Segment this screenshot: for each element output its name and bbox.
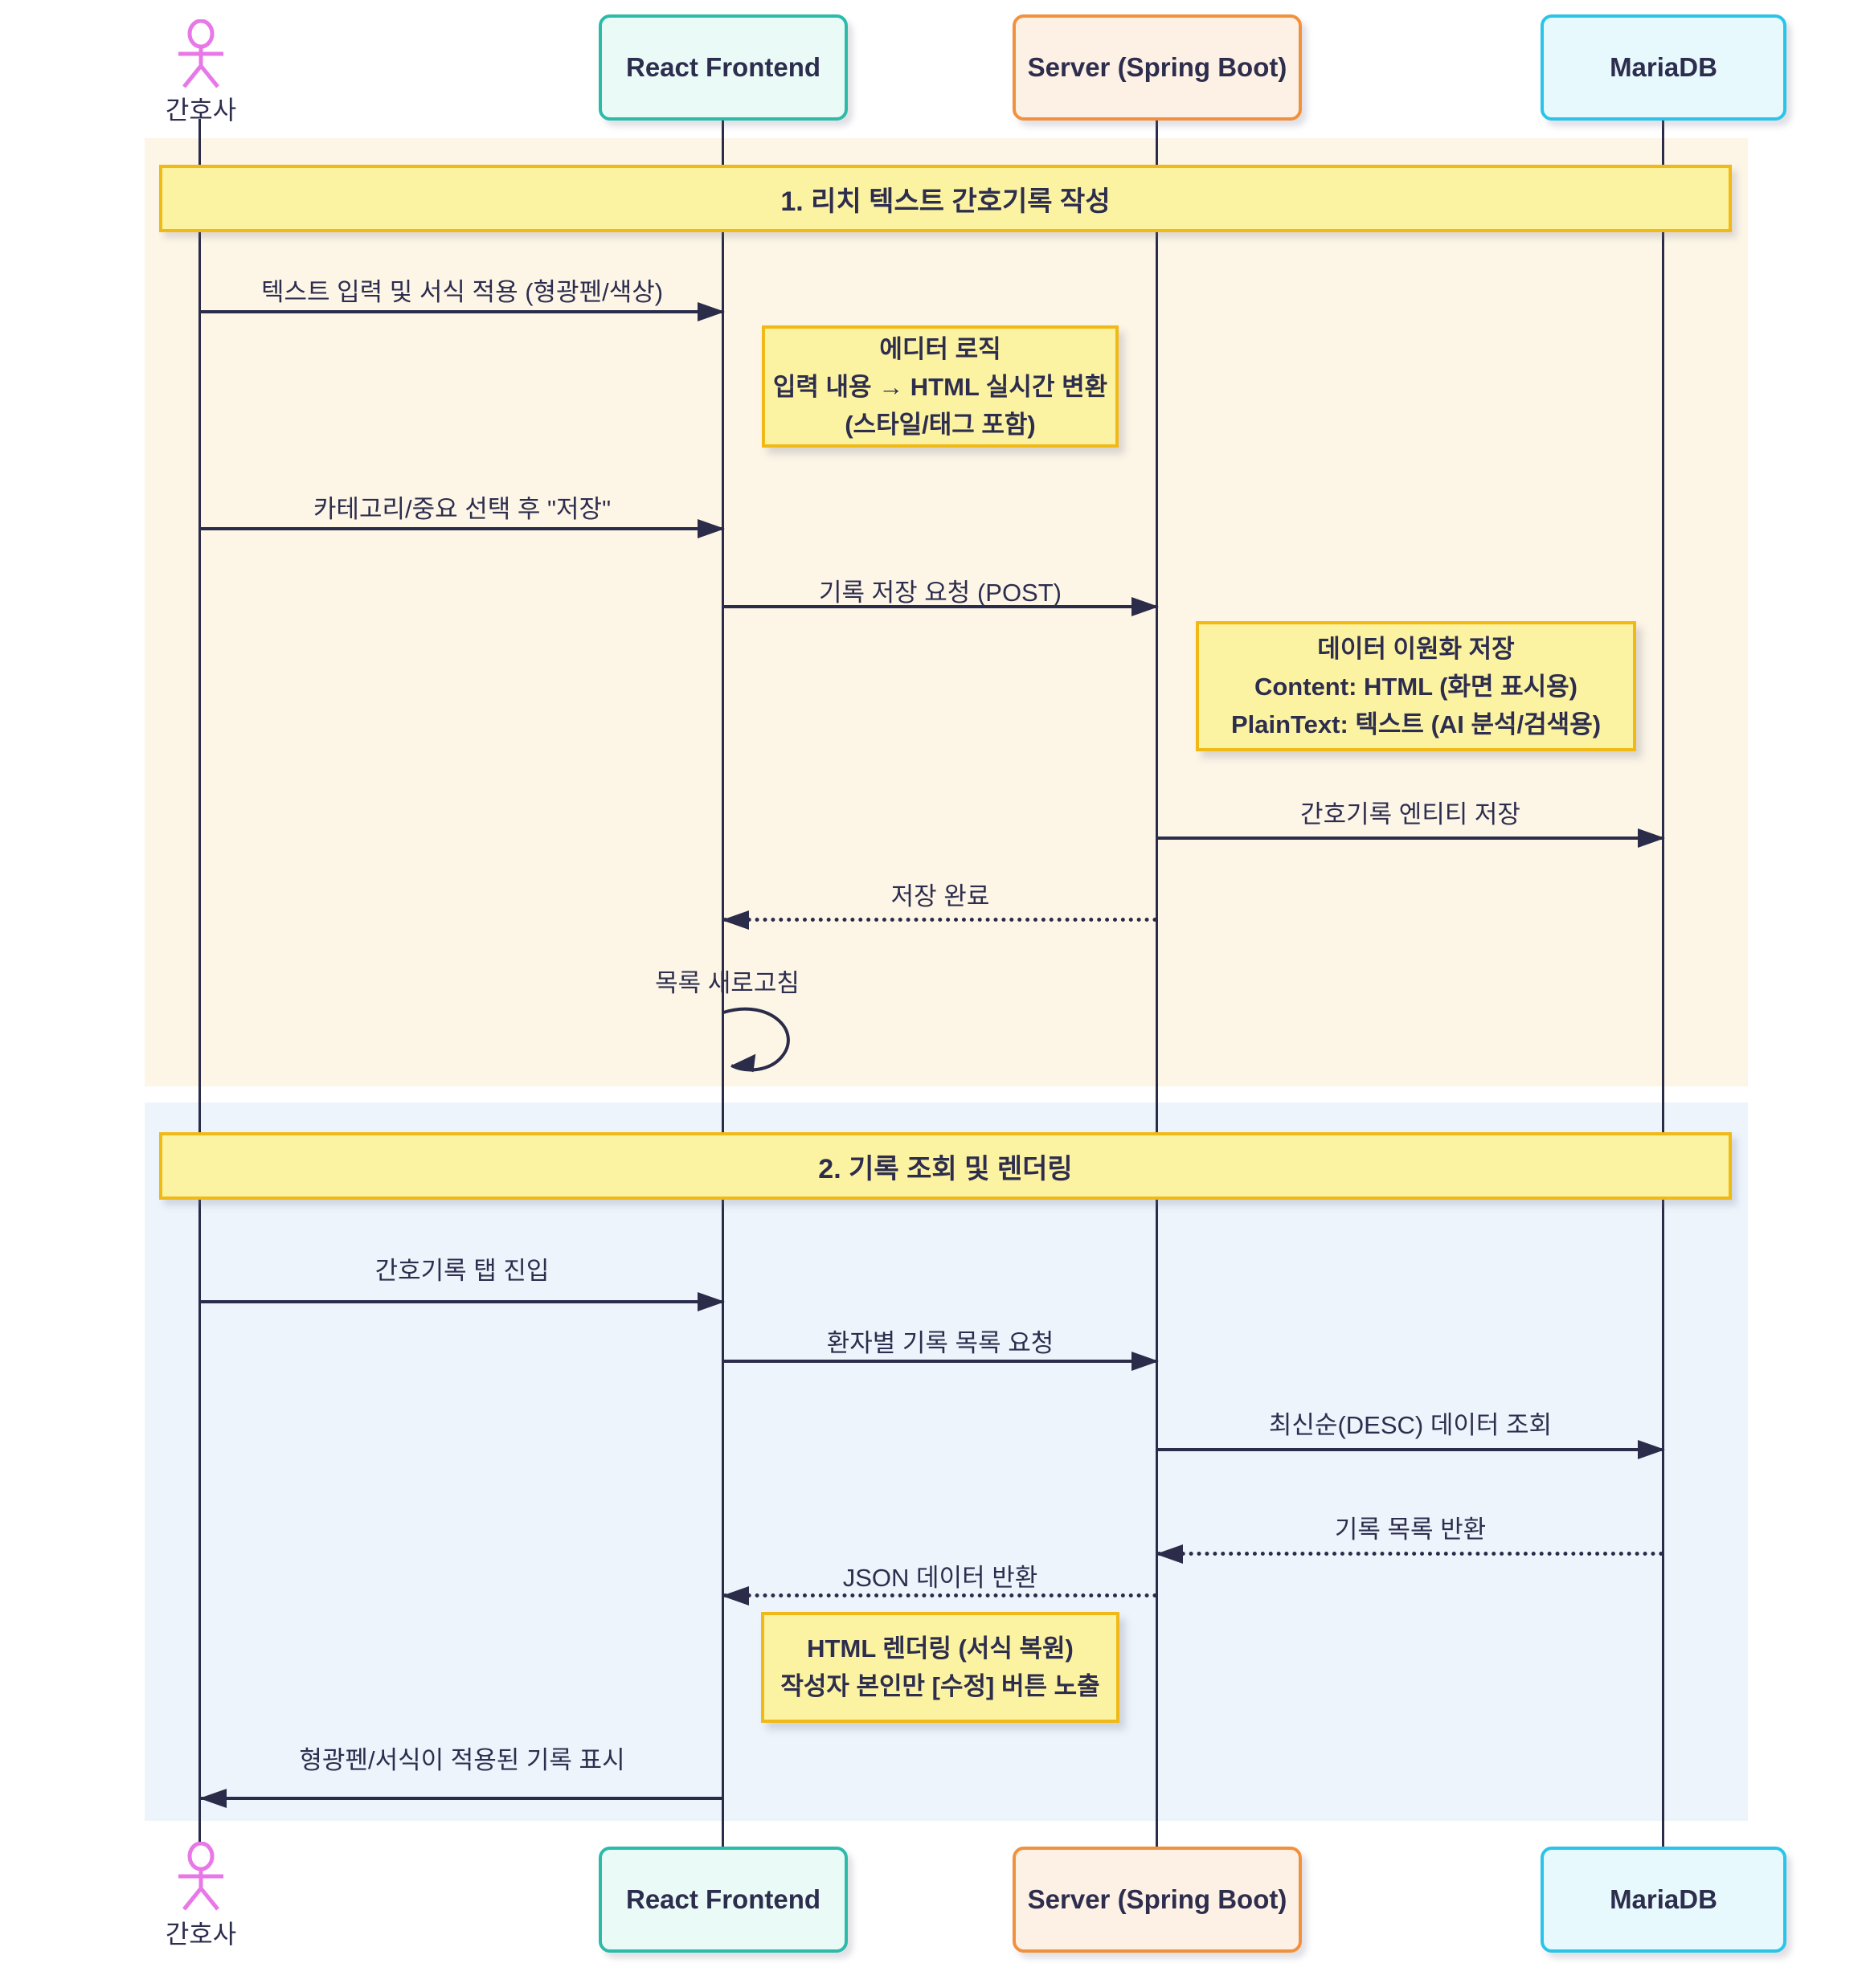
participant-react-label-bottom: React Frontend: [625, 1884, 821, 1914]
message-3-label: 기록 저장 요청 (POST): [818, 579, 1062, 607]
participant-server-label: Server (Spring Boot): [1027, 52, 1287, 82]
note-1-line-3: (스타일/태그 포함): [845, 410, 1036, 439]
nurse-label-bottom: 간호사: [165, 1920, 237, 1949]
message-7-label: 간호기록 탭 진입: [374, 1257, 550, 1285]
message-8-arrow: [723, 1352, 1159, 1371]
note-3-line-2: 작성자 본인만 [수정] 버튼 노출: [780, 1672, 1100, 1700]
section-2-title: 2. 기록 조회 및 렌더링: [818, 1153, 1073, 1184]
message-2-arrow: [201, 519, 725, 538]
arrowhead-icon: [1131, 597, 1159, 616]
arrowhead-icon: [1638, 1440, 1665, 1459]
section-1-banner: 1. 리치 텍스트 간호기록 작성: [159, 165, 1732, 232]
note-2-line-3: PlainText: 텍스트 (AI 분석/검색용): [1230, 710, 1602, 738]
participant-react-top: React Frontend: [599, 14, 848, 121]
arrowhead-icon: [698, 519, 725, 538]
participant-server-bottom: Server (Spring Boot): [1013, 1847, 1302, 1953]
participant-mariadb-top: MariaDB: [1541, 14, 1786, 121]
participant-server-top: Server (Spring Boot): [1013, 14, 1302, 121]
participant-react-bottom: React Frontend: [599, 1847, 848, 1953]
message-10-label: 기록 목록 반환: [1334, 1516, 1487, 1544]
message-1-label: 텍스트 입력 및 서식 적용 (형광펜/색상): [260, 278, 664, 306]
participant-mariadb-label: MariaDB: [1610, 52, 1717, 82]
arrowhead-icon: [722, 1586, 749, 1606]
section-1-title: 1. 리치 텍스트 간호기록 작성: [780, 186, 1111, 217]
note-editor-logic: 에디터 로직 입력 내용 → HTML 실시간 변환 (스타일/태그 포함): [762, 325, 1119, 448]
arrowhead-icon: [1638, 828, 1665, 848]
message-11-label: JSON 데이터 반환: [842, 1564, 1038, 1592]
self-loop-arrow: [722, 1007, 790, 1073]
arrowhead-icon: [1156, 1544, 1183, 1564]
arrowhead-icon: [698, 1292, 725, 1311]
nurse-label-top: 간호사: [165, 96, 237, 125]
note-1-line-1: 에디터 로직: [879, 334, 1001, 363]
message-3-arrow: [723, 597, 1159, 616]
arrowhead-icon: [1131, 1352, 1159, 1371]
lifeline-mariadb: [1662, 121, 1664, 1847]
lifeline-server: [1156, 121, 1158, 1847]
participant-mariadb-label-bottom: MariaDB: [1610, 1884, 1717, 1914]
lifeline-nurse: [198, 119, 201, 1843]
note-2-line-1: 데이터 이원화 저장: [1317, 634, 1515, 663]
participant-react-label: React Frontend: [625, 52, 821, 82]
section-2-banner: 2. 기록 조회 및 렌더링: [159, 1132, 1732, 1200]
message-11-arrow: [722, 1586, 1157, 1606]
message-10-arrow: [1156, 1544, 1663, 1564]
arrowhead-icon: [698, 302, 725, 321]
message-4-label: 간호기록 엔티티 저장: [1300, 800, 1520, 828]
note-3-line-1: HTML 렌더링 (서식 복원): [807, 1634, 1074, 1663]
arrowhead-icon: [722, 910, 749, 930]
message-1-arrow: [201, 302, 725, 321]
participant-server-label-bottom: Server (Spring Boot): [1027, 1884, 1287, 1914]
section-1-background: [145, 138, 1748, 1086]
message-9-label: 최신순(DESC) 데이터 조회: [1268, 1411, 1553, 1439]
message-12-arrow: [199, 1789, 723, 1808]
lifeline-react: [722, 121, 724, 1847]
message-4-arrow: [1157, 828, 1665, 848]
message-5-label: 저장 완료: [890, 882, 990, 910]
note-html-rendering: HTML 렌더링 (서식 복원) 작성자 본인만 [수정] 버튼 노출: [761, 1612, 1119, 1723]
participant-mariadb-bottom: MariaDB: [1541, 1847, 1786, 1953]
message-6-label: 목록 새로고침: [655, 969, 800, 997]
message-5-arrow: [722, 910, 1157, 930]
message-12-label: 형광펜/서식이 적용된 기록 표시: [299, 1746, 625, 1774]
nurse-actor-icon: [178, 19, 223, 88]
note-2-line-2: Content: HTML (화면 표시용): [1254, 672, 1578, 701]
note-dual-storage: 데이터 이원화 저장 Content: HTML (화면 표시용) PlainT…: [1196, 621, 1636, 751]
nurse-actor-icon-bottom: [178, 1842, 223, 1911]
message-7-arrow: [201, 1292, 725, 1311]
arrowhead-icon: [199, 1789, 227, 1808]
message-2-label: 카테고리/중요 선택 후 "저장": [313, 495, 612, 523]
message-9-arrow: [1157, 1440, 1665, 1459]
message-8-label: 환자별 기록 목록 요청: [826, 1329, 1054, 1357]
note-1-line-2: 입력 내용 → HTML 실시간 변환: [772, 372, 1108, 401]
